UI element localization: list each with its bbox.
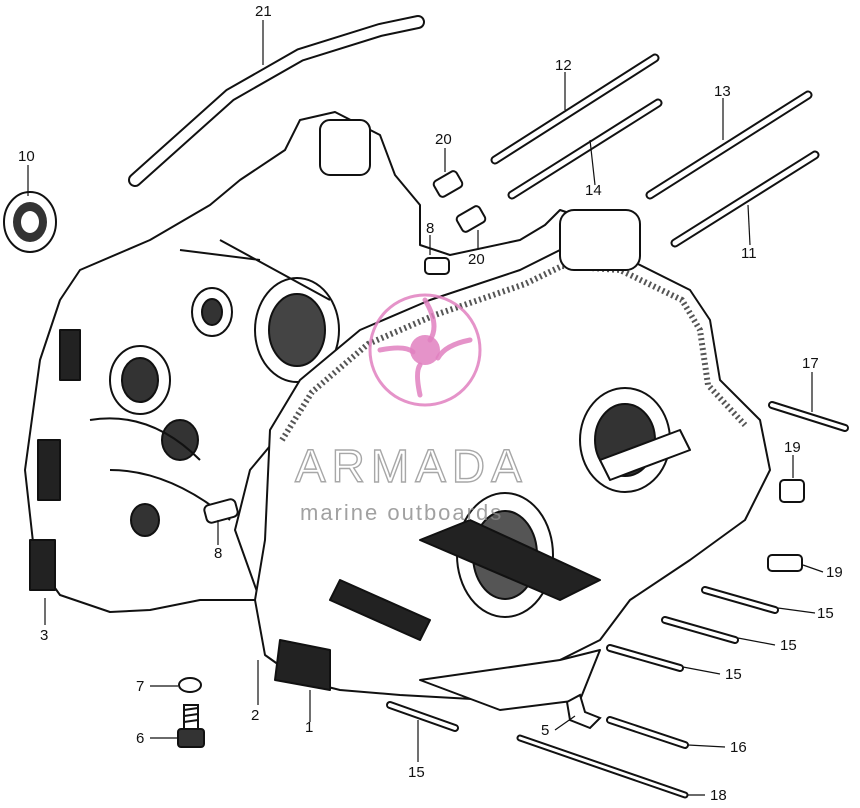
label-15-c: 15: [725, 666, 742, 683]
label-7: 7: [136, 678, 144, 695]
label-12: 12: [555, 57, 572, 74]
label-5: 5: [541, 722, 549, 739]
drain-bolt: [177, 704, 205, 748]
label-14: 14: [585, 182, 602, 199]
bolts: [386, 401, 849, 799]
label-13: 13: [714, 83, 731, 100]
label-2: 2: [251, 707, 259, 724]
brand-logo-icon: [368, 293, 482, 407]
watermark-brand: ARMADA: [295, 440, 528, 492]
dowel-pins: [203, 170, 805, 572]
right-crankcase-half: [254, 209, 771, 711]
left-crankcase-half: [24, 111, 591, 613]
label-15-a: 15: [817, 605, 834, 622]
label-21: 21: [255, 3, 272, 20]
clamp: [565, 693, 602, 730]
label-20-lower: 20: [468, 251, 485, 268]
label-15-b: 15: [780, 637, 797, 654]
label-10: 10: [18, 148, 35, 165]
crankcase-studs: [490, 53, 820, 248]
label-8-upper: 8: [426, 220, 434, 237]
watermark: ARMADA marine outboards: [294, 293, 528, 525]
label-1: 1: [305, 719, 313, 736]
label-6: 6: [136, 730, 144, 747]
sealing-washer: [178, 677, 202, 693]
label-15-d: 15: [408, 764, 425, 781]
label-20-upper: 20: [435, 131, 452, 148]
label-18: 18: [710, 787, 727, 804]
part-labels: 21 10 12 13 14 11 20 20 8 8 17 19 19 15 …: [18, 3, 843, 804]
label-19-upper: 19: [784, 439, 801, 456]
label-19-lower: 19: [826, 564, 843, 581]
label-17: 17: [802, 355, 819, 372]
label-3: 3: [40, 627, 48, 644]
label-11: 11: [741, 245, 757, 262]
watermark-tagline: marine outboards: [300, 500, 503, 525]
label-16: 16: [730, 739, 747, 756]
leader-lines: [27, 20, 824, 796]
label-8-lower: 8: [214, 545, 222, 562]
oil-seal: [3, 191, 57, 253]
